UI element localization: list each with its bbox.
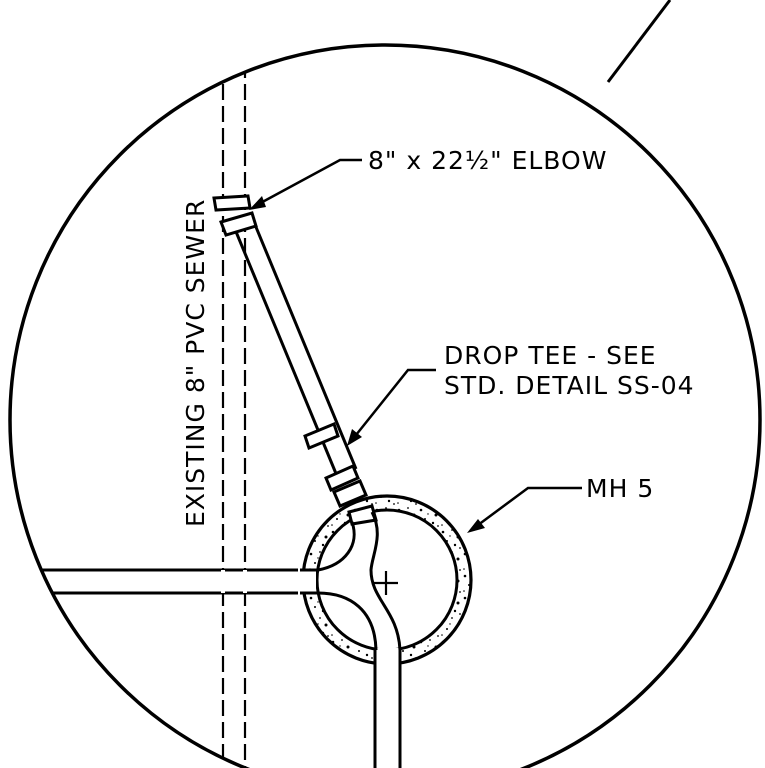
manhole-label: MH 5	[586, 474, 654, 503]
detail-boundary-circle	[8, 43, 762, 768]
elbow-fitting	[212, 194, 258, 237]
outlet-pipe-south	[373, 668, 402, 768]
drop-tee-label-line1: DROP TEE - SEE	[444, 341, 657, 370]
drop-tee-fitting	[324, 464, 368, 508]
elbow-leader	[249, 158, 362, 210]
detail-callout-leader	[606, 0, 672, 83]
manhole-channels	[317, 511, 402, 651]
elbow-label: 8" x 22½" ELBOW	[368, 146, 607, 175]
pipe-coupling	[303, 421, 340, 451]
existing-sewer-pipe	[221, 45, 247, 768]
existing-sewer-label: EXISTING 8" PVC SEWER	[181, 199, 210, 527]
manhole-leader	[467, 486, 582, 533]
drop-tee-label-line2: STD. DETAIL SS-04	[444, 371, 695, 400]
drop-tee-leader	[347, 368, 436, 446]
manhole-center-mark	[374, 571, 398, 595]
